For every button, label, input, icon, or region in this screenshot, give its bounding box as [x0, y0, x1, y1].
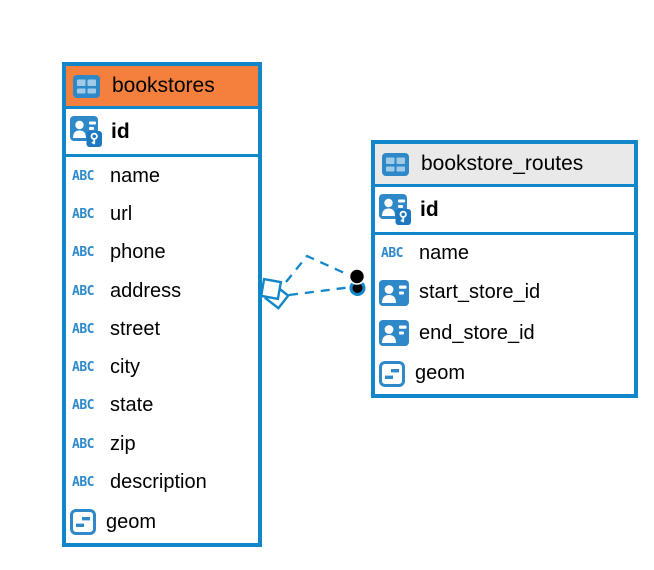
column-row[interactable]: geom — [375, 353, 634, 394]
column-row[interactable]: ABC address — [66, 271, 258, 311]
table-title: bookstore_routes — [421, 152, 584, 175]
column-name: zip — [110, 432, 136, 455]
column-row[interactable]: ABC street — [66, 310, 258, 349]
relationship-line-start-store[interactable] — [285, 254, 352, 283]
column-name: description — [110, 471, 207, 494]
column-row[interactable]: ABC phone — [66, 233, 258, 272]
text-type-icon: ABC — [72, 283, 94, 299]
relationship-line-end-store[interactable] — [288, 285, 353, 297]
table-icon — [382, 152, 409, 176]
column-name: name — [419, 242, 470, 265]
pk-separator — [375, 232, 634, 235]
primary-key-icon — [379, 194, 411, 225]
column-name: start_store_id — [419, 281, 541, 304]
primary-key-icon — [70, 116, 102, 147]
text-type-icon: ABC — [72, 475, 94, 491]
column-name: end_store_id — [419, 321, 535, 344]
column-name: id — [111, 119, 130, 143]
text-type-icon: ABC — [72, 245, 94, 261]
geometry-type-icon — [379, 360, 405, 387]
geometry-type-icon — [70, 509, 96, 536]
table-bookstores-header[interactable]: bookstores — [66, 66, 258, 106]
header-separator — [375, 184, 634, 187]
column-name: state — [110, 394, 154, 417]
column-row-pk[interactable]: id — [66, 109, 258, 154]
column-name: url — [110, 202, 133, 225]
column-row[interactable]: ABC url — [66, 195, 258, 234]
table-bookstore-routes[interactable]: bookstore_routes id ABC name — [371, 140, 638, 398]
column-name: phone — [110, 241, 166, 264]
column-row[interactable]: ABC zip — [66, 425, 258, 464]
foreign-key-icon — [379, 320, 409, 347]
column-name: address — [110, 279, 182, 302]
column-name: name — [110, 164, 161, 187]
relationship-target-marker — [348, 268, 366, 296]
table-title: bookstores — [112, 74, 215, 97]
column-row[interactable]: ABC state — [66, 386, 258, 426]
relationship-source-marker — [259, 277, 290, 310]
column-row[interactable]: start_store_id — [375, 272, 634, 313]
text-type-icon: ABC — [72, 168, 94, 184]
header-separator — [66, 106, 258, 109]
column-name: geom — [106, 510, 157, 533]
text-type-icon: ABC — [72, 436, 94, 452]
column-name: city — [110, 356, 140, 379]
column-name: street — [110, 317, 161, 340]
column-name: geom — [415, 362, 466, 385]
table-icon — [73, 74, 100, 98]
column-row[interactable]: ABC description — [66, 463, 258, 502]
column-row[interactable]: end_store_id — [375, 313, 634, 354]
text-type-icon: ABC — [381, 246, 403, 262]
text-type-icon: ABC — [72, 360, 94, 376]
text-type-icon: ABC — [72, 398, 94, 414]
column-row-pk[interactable]: id — [375, 187, 634, 232]
text-type-icon: ABC — [72, 206, 94, 222]
column-name: id — [420, 197, 439, 221]
column-row[interactable]: geom — [66, 501, 258, 543]
table-bookstore-routes-header[interactable]: bookstore_routes — [375, 144, 634, 184]
column-row[interactable]: ABC city — [66, 348, 258, 387]
pk-separator — [66, 154, 258, 157]
column-row[interactable]: ABC name — [66, 157, 258, 196]
foreign-key-icon — [379, 279, 409, 306]
table-bookstores[interactable]: bookstores id ABC name — [62, 62, 262, 547]
text-type-icon: ABC — [72, 321, 94, 337]
column-row[interactable]: ABC name — [375, 235, 634, 273]
